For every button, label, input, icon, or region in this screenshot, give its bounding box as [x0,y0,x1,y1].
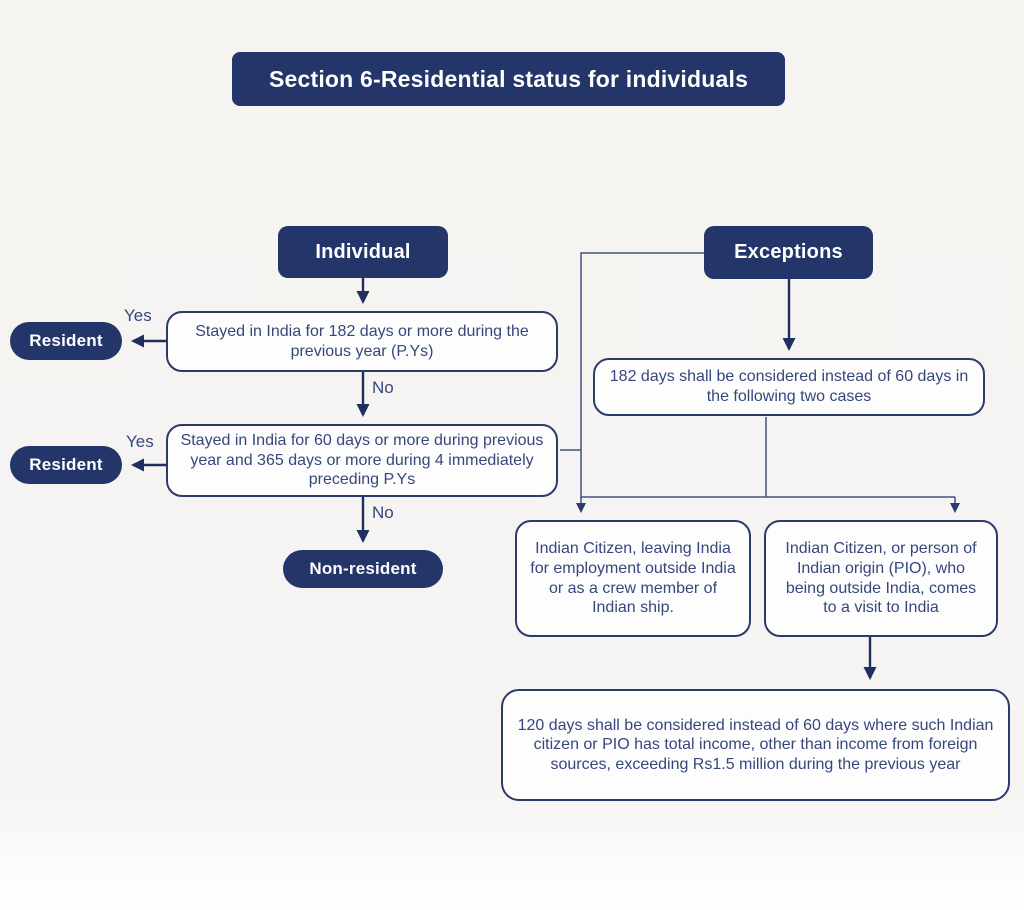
node-case-visit: Indian Citizen, or person of Indian orig… [764,520,998,637]
node-exceptions: Exceptions [704,226,873,279]
node-decision-182-days: Stayed in India for 182 days or more dur… [166,311,558,372]
edge-label-yes-1: Yes [124,306,152,325]
title-banner: Section 6-Residential status for individ… [232,52,785,106]
edge-label-yes-2: Yes [126,432,154,451]
node-exception-rule-182: 182 days shall be considered instead of … [593,358,985,416]
node-non-resident-outcome: Non-resident [283,550,443,588]
node-rule-120-days: 120 days shall be considered instead of … [501,689,1010,801]
node-resident-outcome-1: Resident [10,322,122,360]
edge-label-no-2: No [372,503,394,522]
node-individual: Individual [278,226,448,278]
node-case-employment: Indian Citizen, leaving India for employ… [515,520,751,637]
node-decision-60-365-days: Stayed in India for 60 days or more duri… [166,424,558,497]
edge-label-no-1: No [372,378,394,397]
node-resident-outcome-2: Resident [10,446,122,484]
